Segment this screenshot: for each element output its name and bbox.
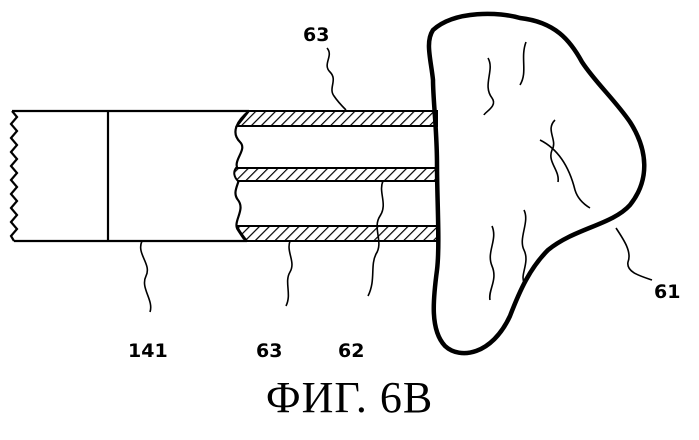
label-61: 61: [654, 281, 680, 303]
label-63-bottom: 63: [256, 340, 282, 362]
tissue-mass: [429, 14, 644, 353]
label-62: 62: [338, 340, 364, 362]
leader-141: [141, 241, 151, 312]
leader-63-bottom: [286, 241, 292, 306]
leader-63-top: [327, 48, 346, 110]
leader-61: [616, 228, 652, 280]
label-141: 141: [128, 340, 168, 362]
sheath-bottom-wall: [237, 226, 437, 241]
mass-outline: [429, 14, 644, 353]
reference-numerals: 63 63 62 141 61: [128, 24, 680, 362]
sheath-top-wall: [237, 111, 437, 126]
catheter-break-line: [11, 111, 17, 241]
catheter-body: [11, 111, 249, 241]
sheath-walls: [234, 111, 437, 241]
label-63-top: 63: [303, 24, 329, 46]
inner-tube-wall: [234, 168, 437, 181]
figure-caption: ФИГ. 6В: [0, 376, 699, 420]
